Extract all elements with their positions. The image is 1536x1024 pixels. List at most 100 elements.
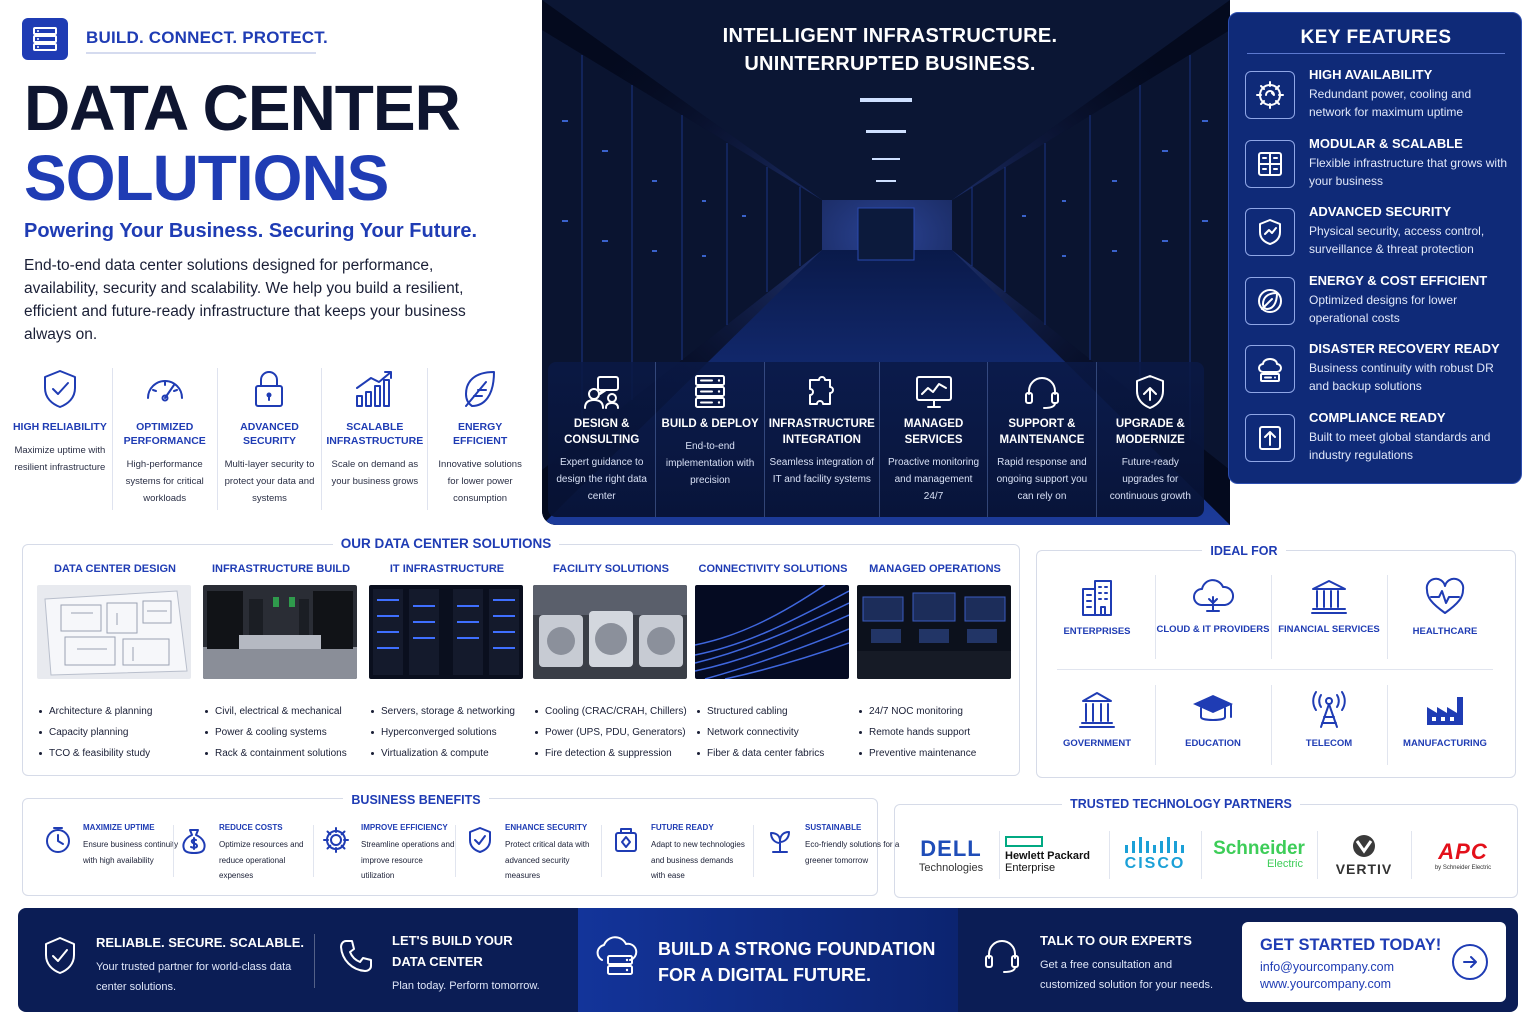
- get-started-card[interactable]: GET STARTED TODAY! info@yourcompany.com …: [1242, 922, 1506, 1002]
- ideal-government: GOVERNMENT: [1039, 689, 1155, 750]
- benefit-reduce-costs: REDUCE COSTS Optimize resources and redu…: [179, 821, 319, 883]
- building-icon: [1082, 580, 1112, 616]
- graduation-cap-icon: [1193, 695, 1233, 721]
- get-started-button[interactable]: [1452, 944, 1488, 980]
- page-title-line1: DATA CENTER: [24, 72, 461, 144]
- partner-dell-logo: DELL Technologies: [918, 836, 984, 874]
- service-upgrade-modernize: UPGRADE & MODERNIZE Future-ready upgrade…: [1097, 362, 1204, 517]
- footer-block-foundation: BUILD A STRONG FOUNDATION FOR A DIGITAL …: [658, 939, 936, 985]
- shield-upgrade-icon: [1136, 375, 1165, 409]
- monitor-chart-icon: [915, 376, 952, 408]
- availability-icon: [1245, 71, 1295, 119]
- feature-scalable-infrastructure: SCALABLE INFRASTRUCTURE Scale on demand …: [322, 368, 429, 510]
- service-design-consulting: DESIGN & CONSULTING Expert guidance to d…: [548, 362, 657, 517]
- bank-icon: [1311, 580, 1347, 614]
- key-features-panel: KEY FEATURES HIGH AVAILABILITY Redundant…: [1228, 12, 1522, 484]
- ideal-for-panel: ENTERPRISES CLOUD & IT PROVIDERS FINANCI…: [1036, 550, 1516, 778]
- benefit-improve-efficiency: IMPROVE EFFICIENCY Streamline operations…: [321, 821, 461, 883]
- hero-headline: INTELLIGENT INFRASTRUCTURE. UNINTERRUPTE…: [722, 25, 1058, 75]
- hpe-rectangle-icon: [1005, 836, 1043, 847]
- key-feature-modular-scalable: MODULAR & SCALABLE Flexible infrastructu…: [1245, 136, 1515, 196]
- cog-icon: [323, 827, 349, 853]
- solution-facility: FACILITY SOLUTIONS Cooling (CRAC/CRAH, C…: [533, 563, 689, 764]
- blueprint-image: [37, 585, 191, 679]
- factory-icon: [1427, 697, 1463, 725]
- eco-icon: [770, 831, 790, 853]
- heart-pulse-icon: [1425, 577, 1465, 614]
- page-title-line2: SOLUTIONS: [24, 142, 389, 214]
- money-bag-icon: [182, 829, 206, 854]
- footer-block-experts: TALK TO OUR EXPERTS Get a free consultat…: [1040, 933, 1214, 991]
- shield-check-icon: [45, 937, 75, 974]
- solution-connectivity: CONNECTIVITY SOLUTIONS Structured cablin…: [695, 563, 851, 764]
- footer-highlight: [578, 908, 958, 1012]
- benefit-sustainable: SUSTAINABLE Eco-friendly solutions for a…: [765, 821, 905, 883]
- page-subtitle: Powering Your Business. Securing Your Fu…: [24, 220, 478, 242]
- ideal-for-title: IDEAL FOR: [1202, 544, 1286, 558]
- feature-optimized-performance: OPTIMIZED PERFORMANCE High-performance s…: [113, 368, 218, 510]
- partner-hpe-logo: Hewlett Packard Enterprise: [1005, 829, 1103, 881]
- clock-icon: [46, 827, 70, 853]
- partner-schneider-logo: Schneider Electric: [1213, 838, 1305, 870]
- key-feature-energy-cost: ENERGY & COST EFFICIENT Optimized design…: [1245, 273, 1515, 333]
- fiber-cables-image: [695, 585, 849, 679]
- server-stack-icon: [695, 375, 726, 408]
- disaster-recovery-icon: [1245, 345, 1295, 393]
- service-infrastructure-integration: INFRASTRUCTURE INTEGRATION Seamless inte…: [765, 362, 880, 517]
- rocket-icon: [615, 828, 637, 852]
- benefits-title: BUSINESS BENEFITS: [343, 793, 489, 807]
- ideal-financial-services: FINANCIAL SERVICES: [1271, 577, 1387, 636]
- gauge-icon: [146, 380, 183, 402]
- server-racks-image: [369, 585, 523, 679]
- footer-block-build: LET'S BUILD YOUR DATA CENTER Plan today.…: [392, 933, 540, 992]
- top-features: HIGH RELIABILITY Maximize uptime with re…: [8, 368, 532, 510]
- arrow-right-icon: [1463, 956, 1477, 968]
- key-feature-disaster-recovery: DISASTER RECOVERY READY Business continu…: [1245, 341, 1515, 401]
- contact-email-link[interactable]: info@yourcompany.com: [1260, 960, 1395, 974]
- partner-cisco-logo: CISCO: [1115, 829, 1195, 881]
- ideal-telecom: TELECOM: [1271, 689, 1387, 750]
- cooling-units-image: [533, 585, 687, 679]
- construction-image: [203, 585, 357, 679]
- ideal-education: EDUCATION: [1155, 689, 1271, 750]
- feature-advanced-security: ADVANCED SECURITY Multi-layer security t…: [218, 368, 323, 510]
- leaf-icon: [465, 371, 496, 407]
- ideal-healthcare: HEALTHCARE: [1387, 577, 1503, 638]
- headset-icon: [1024, 377, 1059, 409]
- solutions-title: OUR DATA CENTER SOLUTIONS: [332, 536, 560, 551]
- key-feature-advanced-security: ADVANCED SECURITY Physical security, acc…: [1245, 204, 1515, 264]
- partner-apc-logo: APC by Schneider Electric: [1434, 839, 1492, 871]
- solution-managed-operations: MANAGED OPERATIONS 24/7 NOC monitoring R…: [857, 563, 1013, 764]
- shield-icon: [1245, 208, 1295, 256]
- get-started-title: GET STARTED TODAY!: [1260, 936, 1442, 954]
- modular-icon: [1245, 140, 1295, 188]
- service-managed-services: MANAGED SERVICES Proactive monitoring an…: [880, 362, 989, 517]
- benefit-maximize-uptime: MAXIMIZE UPTIME Ensure business continui…: [43, 821, 183, 883]
- noc-room-image: [857, 585, 1011, 679]
- puzzle-icon: [808, 376, 834, 405]
- website-link[interactable]: www.yourcompany.com: [1260, 977, 1392, 991]
- tagline: BUILD. CONNECT. PROTECT.: [86, 28, 328, 47]
- shield-check-icon: [43, 370, 76, 408]
- benefit-future-ready: FUTURE READY Adapt to new technologies a…: [611, 821, 751, 883]
- key-features-divider: [1247, 53, 1505, 54]
- benefits-panel: MAXIMIZE UPTIME Ensure business continui…: [22, 798, 899, 896]
- growth-chart-icon: [355, 371, 392, 407]
- feature-energy-efficient: ENERGY EFFICIENT Innovative solutions fo…: [428, 368, 532, 510]
- solution-infrastructure-build: INFRASTRUCTURE BUILD Civil, electrical &…: [203, 563, 359, 764]
- lock-icon: [255, 371, 284, 407]
- ideal-manufacturing: MANUFACTURING: [1387, 689, 1503, 750]
- cisco-bars-icon: [1125, 837, 1184, 853]
- key-feature-high-availability: HIGH AVAILABILITY Redundant power, cooli…: [1245, 67, 1515, 127]
- shield-icon: [469, 827, 491, 853]
- solution-data-center-design: DATA CENTER DESIGN Architecture & planni…: [37, 563, 193, 764]
- intro-text: End-to-end data center solutions designe…: [24, 257, 466, 343]
- partners-title: TRUSTED TECHNOLOGY PARTNERS: [1062, 797, 1300, 811]
- service-support-maintenance: SUPPORT & MAINTENANCE Rapid response and…: [988, 362, 1097, 517]
- headset-icon: [985, 940, 1019, 973]
- cloud-icon: [1193, 579, 1234, 612]
- solutions-panel: DATA CENTER DESIGN Architecture & planni…: [22, 544, 1020, 776]
- consulting-icon: [583, 376, 619, 409]
- solution-it-infrastructure: IT INFRASTRUCTURE Servers, storage & net…: [369, 563, 525, 764]
- key-feature-compliance: COMPLIANCE READY Built to meet global st…: [1245, 410, 1515, 470]
